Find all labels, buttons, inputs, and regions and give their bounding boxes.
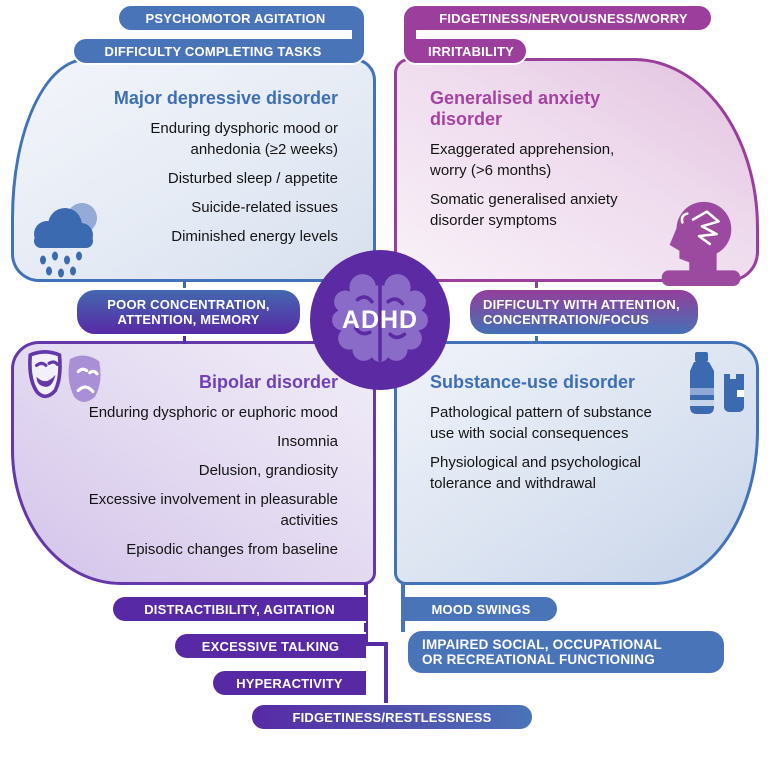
connector-line <box>183 333 186 344</box>
connector-line <box>401 583 405 632</box>
symptom-item: Exaggerated apprehension, worry (>6 mont… <box>430 141 615 179</box>
connector-line <box>364 642 388 646</box>
connector-line <box>535 333 538 344</box>
theater-masks-icon <box>24 346 120 417</box>
mdd-title: Major depressive disorder <box>113 88 338 108</box>
badge-psychomotor-agitation: PSYCHOMOTOR AGITATION <box>117 4 352 32</box>
symptom-item: Enduring dysphoric mood or anhedonia (≥2… <box>150 120 338 158</box>
badge-fidgetiness-restlessness: FIDGETINESS/RESTLESSNESS <box>250 703 534 731</box>
adhd-label: ADHD <box>341 305 419 334</box>
badge-stem <box>402 4 416 65</box>
gad-symptom-list: Exaggerated apprehension, worry (>6 mont… <box>430 139 670 231</box>
connector-line <box>535 280 538 291</box>
badge-distractibility-agitation: DISTRACTIBILITY, AGITATION <box>111 595 366 623</box>
badge-fidgetiness-nervousness-worry: FIDGETINESS/NERVOUSNESS/WORRY <box>416 4 713 32</box>
badge-mood-swings: MOOD SWINGS <box>405 595 559 623</box>
connector-line <box>384 642 388 706</box>
brain-icon <box>329 271 431 370</box>
bipolar-content: Bipolar disorder Enduring dysphoric or e… <box>53 372 338 568</box>
gad-content: Generalised anxiety disorder Exaggerated… <box>430 88 670 239</box>
sud-content: Substance-use disorder Pathological patt… <box>430 372 692 502</box>
symptom-item: Delusion, grandiosity <box>198 462 338 479</box>
badge-difficulty-completing-tasks: DIFFICULTY COMPLETING TASKS <box>72 37 352 65</box>
badge-hyperactivity: HYPERACTIVITY <box>211 669 366 697</box>
sud-title: Substance-use disorder <box>430 372 636 392</box>
symptom-item: Enduring dysphoric or euphoric mood <box>88 404 338 421</box>
rain-cloud-icon <box>25 196 105 285</box>
symptom-item: Disturbed sleep / appetite <box>167 170 338 187</box>
connector-line <box>183 280 186 291</box>
bipolar-title: Bipolar disorder <box>198 372 338 392</box>
mdd-content: Major depressive disorder Enduring dysph… <box>88 88 338 255</box>
symptom-item: Physiological and psychological toleranc… <box>430 454 641 492</box>
symptom-item: Somatic generalised anxiety disorder sym… <box>430 191 618 229</box>
symptom-item: Suicide-related issues <box>191 199 338 216</box>
badge-poor-concentration-attention-memory: POOR CONCENTRATION, ATTENTION, MEMORY <box>75 288 302 336</box>
sud-symptom-list: Pathological pattern of substance use wi… <box>430 402 692 494</box>
badge-irritability: IRRITABILITY <box>416 37 528 65</box>
adhd-center-circle: ADHD <box>310 250 450 390</box>
symptom-item: Diminished energy levels <box>171 228 338 245</box>
badge-excessive-talking: EXCESSIVE TALKING <box>173 632 366 660</box>
anxious-head-icon <box>650 194 748 293</box>
badge-impaired-social-functioning: IMPAIRED SOCIAL, OCCUPATIONAL OR RECREAT… <box>406 629 726 675</box>
mdd-symptom-list: Enduring dysphoric mood or anhedonia (≥2… <box>88 118 338 247</box>
symptom-item: Pathological pattern of substance use wi… <box>430 404 652 442</box>
bottles-icon <box>684 350 752 433</box>
symptom-item: Insomnia <box>277 433 338 450</box>
badge-difficulty-with-attention: DIFFICULTY WITH ATTENTION, CONCENTRATION… <box>468 288 700 336</box>
badge-stem <box>352 4 366 65</box>
symptom-item: Excessive involvement in pleasurable act… <box>88 491 338 529</box>
symptom-item: Episodic changes from baseline <box>126 541 338 558</box>
connector-line <box>364 583 368 646</box>
gad-title: Generalised anxiety disorder <box>430 88 601 129</box>
